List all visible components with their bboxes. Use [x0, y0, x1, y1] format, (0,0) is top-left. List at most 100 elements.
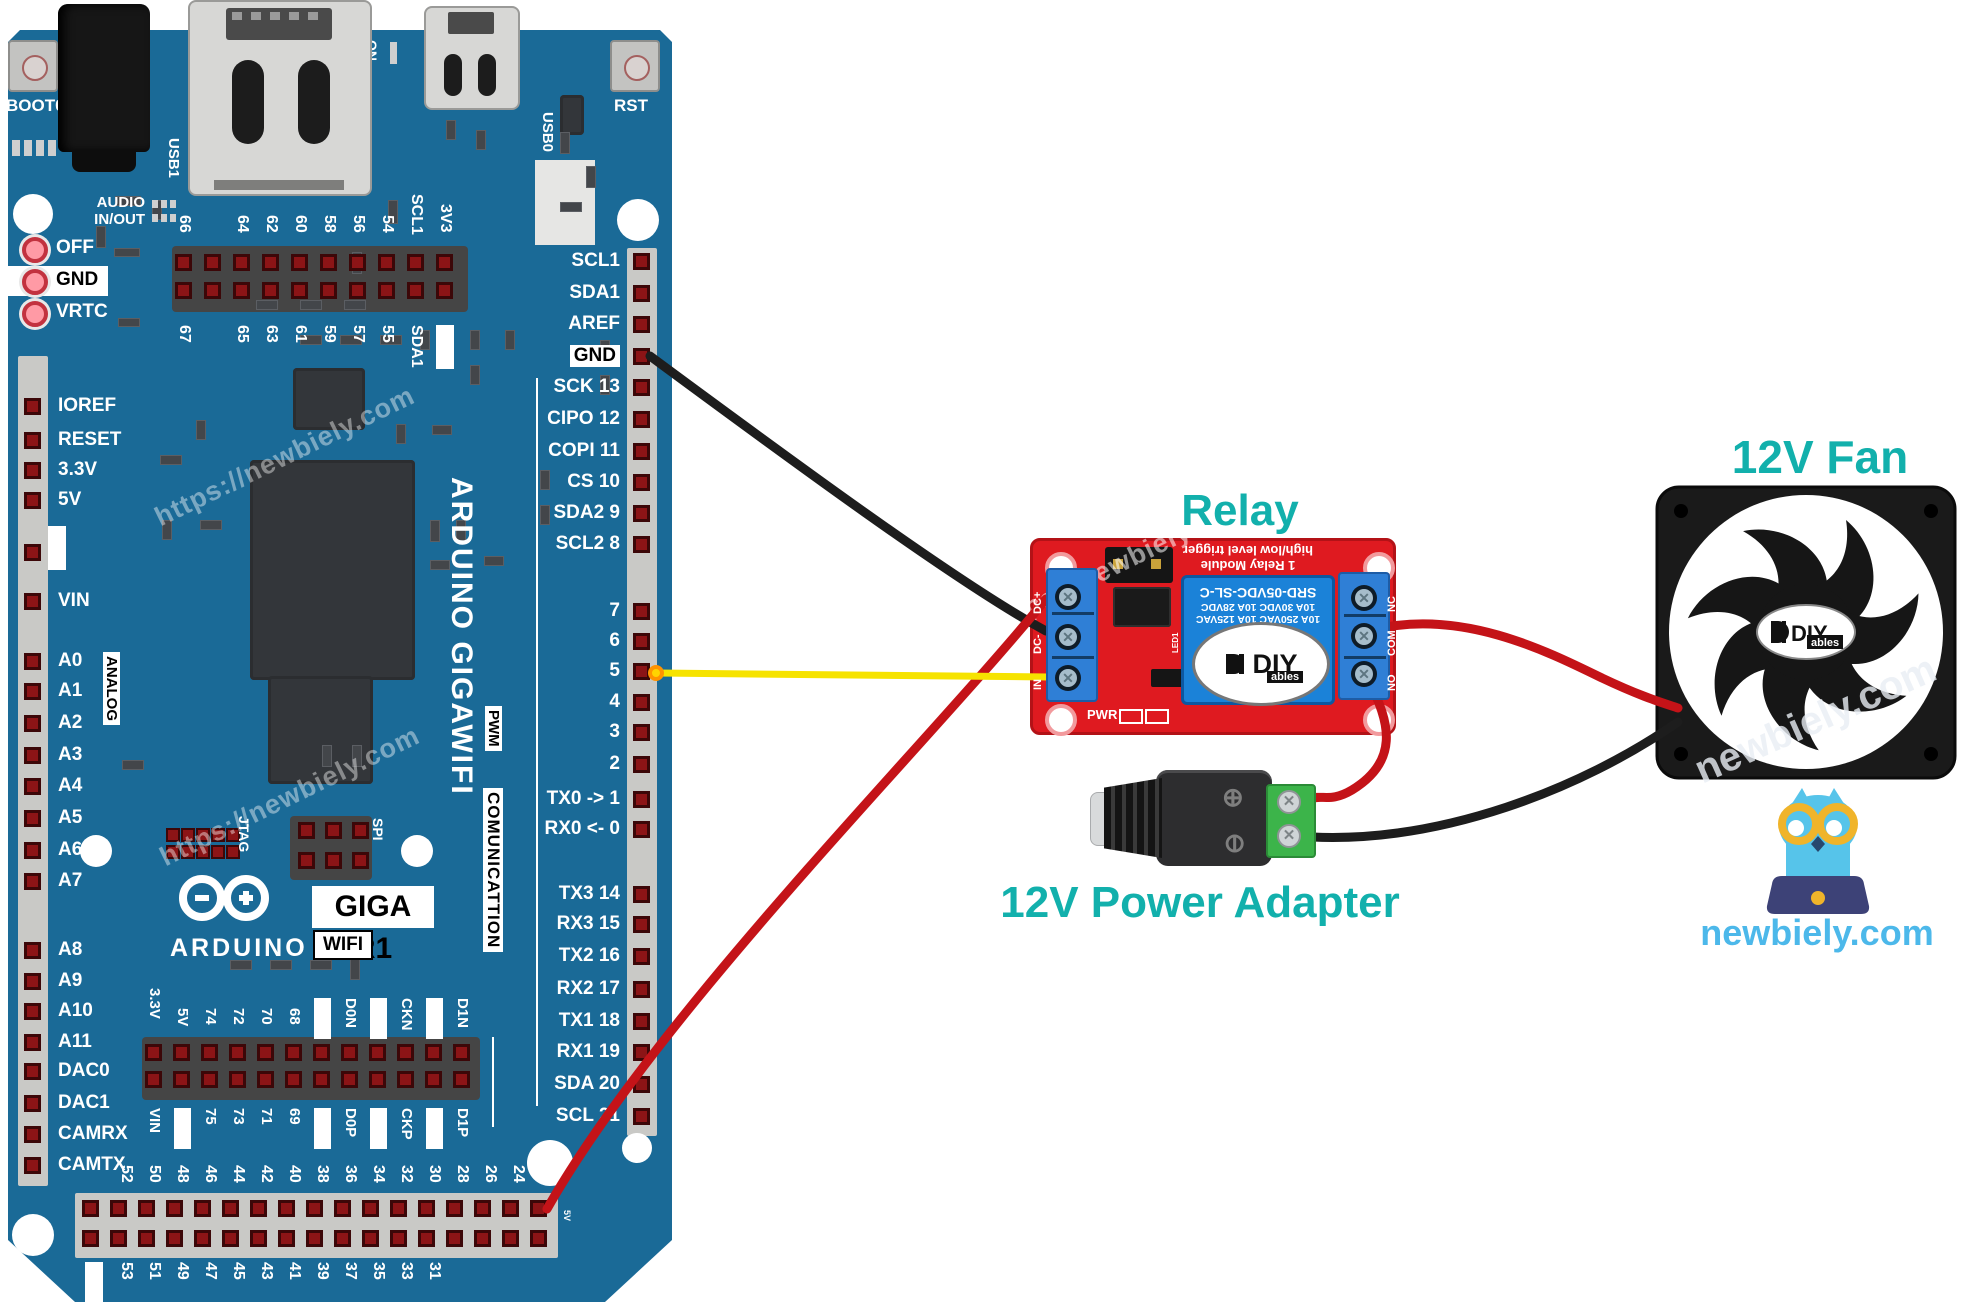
pin-label: COPI 11: [548, 440, 620, 461]
pin-hole: [257, 1071, 274, 1088]
smd-component: [340, 335, 362, 345]
pin-hole: [24, 1095, 41, 1112]
power-led: [22, 269, 48, 295]
smd-component: [470, 330, 480, 350]
pin-hole: [453, 1071, 470, 1088]
smd-component: [470, 365, 480, 385]
smd-component: [300, 335, 322, 345]
pin-hole: [226, 845, 240, 859]
smd-component: [505, 330, 515, 350]
pin-label: A2: [58, 712, 83, 733]
pin-label: SDA2 9: [553, 502, 620, 523]
smd-component: [118, 318, 140, 327]
pin-hole: [369, 1044, 386, 1061]
pin-label: A9: [58, 970, 83, 991]
pin-label: TX3 14: [558, 883, 620, 904]
pin-label: IOREF: [58, 395, 117, 416]
smd-component: [322, 745, 332, 767]
diyables-mark: [1226, 654, 1245, 674]
mounting-hole: [617, 199, 659, 241]
relay-com-label: COM: [1386, 630, 1398, 656]
pin-hole: [145, 1044, 162, 1061]
pin-label: RX0 <- 0: [544, 818, 620, 839]
pin-hole: [110, 1200, 127, 1217]
pin-hole: [291, 282, 308, 299]
pin-hole: [173, 1071, 190, 1088]
pin-hole: [229, 1044, 246, 1061]
usb0-connector: [424, 6, 520, 110]
smd-component: [196, 420, 206, 440]
diyables-logo-relay: DIY ables: [1192, 622, 1330, 706]
pin-hole: [24, 593, 41, 610]
mounting-hole: [13, 194, 53, 234]
pin-hole: [82, 1200, 99, 1217]
pin-label: A6: [58, 839, 83, 860]
pin-label: A4: [58, 775, 83, 796]
pin-hole: [166, 1200, 183, 1217]
boot0-label: BOOT0: [6, 96, 65, 115]
smd-component: [162, 520, 172, 540]
pin-hole: [446, 1230, 463, 1247]
mid-header: [142, 1037, 480, 1100]
pin-hole: [390, 1230, 407, 1247]
pin-hole: [334, 1200, 351, 1217]
pin-label: A10: [58, 1000, 93, 1021]
pad: [152, 200, 158, 208]
pin-label: SDA 20: [554, 1073, 620, 1094]
pin-hole: [24, 1126, 41, 1143]
pin-hole: [530, 1230, 547, 1247]
pin-hole: [633, 253, 650, 270]
silk-line: [536, 378, 538, 1106]
pin-hole: [633, 694, 650, 711]
newbiely-owl-logo: [1766, 788, 1870, 914]
silk-line2: [492, 1037, 494, 1127]
wire-signal-yellow: [654, 669, 1052, 681]
smd-component: [484, 556, 504, 566]
pin-hole: [390, 1200, 407, 1217]
pin-label: RX3 15: [556, 913, 620, 934]
smd-component: [560, 132, 570, 154]
pin-hole: [633, 756, 650, 773]
pin-hole: [24, 942, 41, 959]
smd-component: [300, 300, 322, 310]
pin-label: A5: [58, 807, 83, 828]
pin-hole: [204, 254, 221, 271]
pin-hole: [341, 1044, 358, 1061]
smd-component: [122, 760, 144, 770]
pin-hole: [181, 845, 195, 859]
jumper: [1105, 547, 1173, 583]
pin-hole: [233, 254, 250, 271]
pin-hole: [24, 492, 41, 509]
pin-hole: [285, 1071, 302, 1088]
pin-label: 6: [609, 630, 620, 651]
pin-hole: [24, 653, 41, 670]
pin-label: A7: [58, 870, 83, 891]
pin-label: GND: [569, 345, 620, 367]
smd-component: [114, 248, 140, 257]
pin-hole: [110, 1230, 127, 1247]
pin-hole: [166, 1230, 183, 1247]
smd-component: [115, 196, 141, 206]
pin-hole: [352, 852, 369, 869]
rst-label: RST: [614, 96, 648, 115]
mounting-hole: [622, 1133, 652, 1163]
wire-gnd-black: [645, 351, 1051, 636]
power-label: VRTC: [56, 301, 108, 322]
pin-hole: [24, 842, 41, 859]
pin-label: CS 10: [567, 471, 620, 492]
pin-hole: [194, 1200, 211, 1217]
pin-hole: [298, 852, 315, 869]
pin-label: A0: [58, 650, 83, 671]
pin-hole: [166, 845, 180, 859]
pin-hole: [633, 379, 650, 396]
pin-hole: [325, 852, 342, 869]
pin-hole: [633, 981, 650, 998]
pin-hole: [24, 398, 41, 415]
smd-component: [396, 424, 406, 444]
pin-hole: [633, 411, 650, 428]
pin-hole: [425, 1044, 442, 1061]
pin-hole: [196, 845, 210, 859]
pin-hole: [502, 1200, 519, 1217]
pin-hole: [378, 254, 395, 271]
smd-component: [352, 745, 362, 767]
